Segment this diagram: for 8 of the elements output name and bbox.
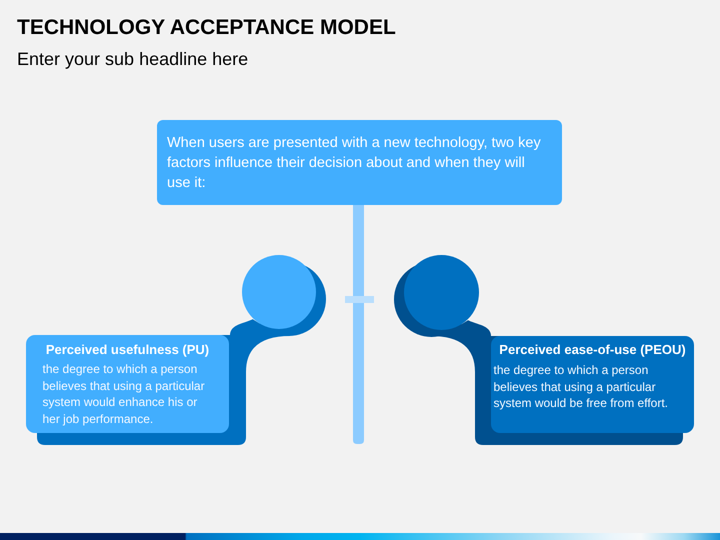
card-description: the degree to which a person believes that using a particular system would be free from effort.	[494, 362, 670, 412]
title: TECHNOLOGY ACCEPTANCE MODEL	[17, 16, 396, 40]
card-heading: Perceived usefulness (PU)	[46, 342, 210, 358]
intro-text: When users are presented with a new technology, two key factors influence their decision about and when they will use it:	[167, 134, 542, 193]
subtitle: Enter your sub headline here	[17, 48, 248, 70]
intro-box	[157, 120, 562, 205]
card-description: the degree to which a person believes that using a particular system would enhance his or her job performance.	[42, 361, 206, 427]
card-heading: Perceived ease-of-use (PEOU)	[499, 342, 686, 358]
